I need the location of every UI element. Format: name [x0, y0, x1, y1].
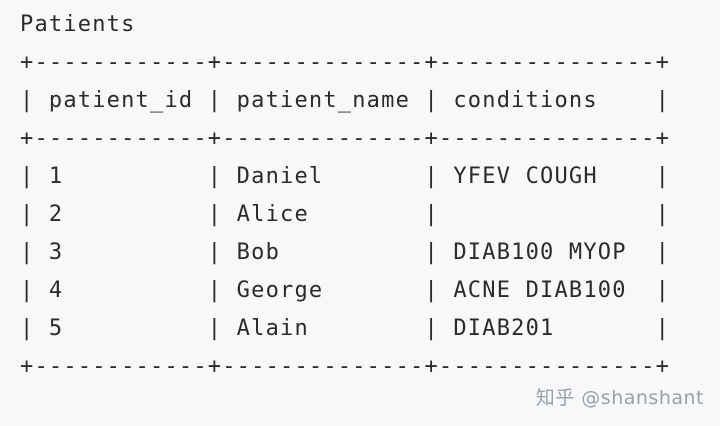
table-row: | 3 | Bob | DIAB100 MYOP |	[20, 240, 671, 265]
table-border-bottom: +------------+--------------+-----------…	[20, 354, 671, 379]
table-row: | 4 | George | ACNE DIAB100 |	[20, 278, 671, 303]
table-title: Patients	[20, 12, 136, 37]
table-row: | 1 | Daniel | YFEV COUGH |	[20, 164, 671, 189]
table-header-row: | patient_id | patient_name | conditions…	[20, 88, 671, 113]
table-row: | 2 | Alice | |	[20, 202, 671, 227]
table-border-top: +------------+--------------+-----------…	[20, 50, 671, 75]
table-row: | 5 | Alain | DIAB201 |	[20, 316, 671, 341]
table-border-header: +------------+--------------+-----------…	[20, 126, 671, 151]
watermark: 知乎 @shanshant	[535, 387, 704, 409]
code-block: Patients +------------+--------------+---…	[20, 6, 670, 386]
